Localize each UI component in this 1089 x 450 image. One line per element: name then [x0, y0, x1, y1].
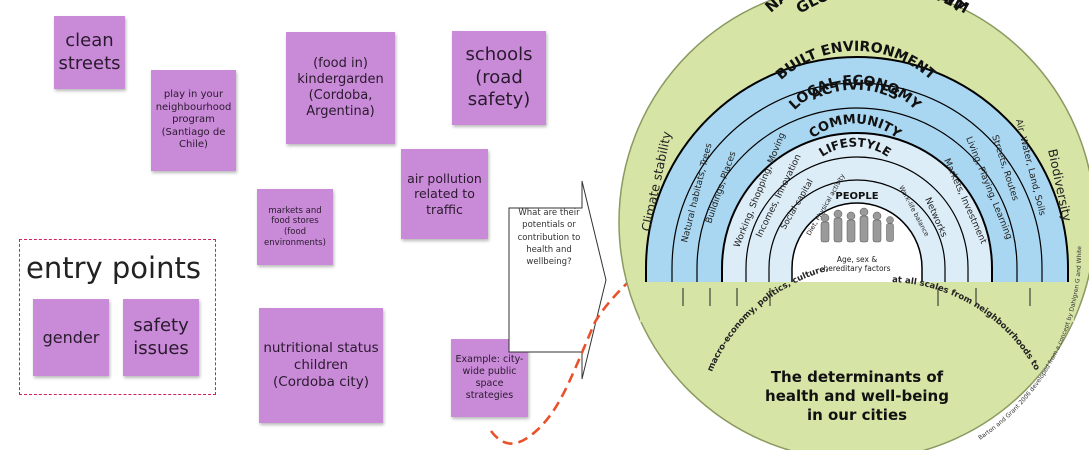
note-text: safety issues: [133, 315, 189, 359]
sticky-note-play-program[interactable]: play in your neighbourhood program (Sant…: [151, 70, 236, 171]
double-arrows: [682, 288, 1031, 306]
entry-points-title: entry points: [26, 251, 201, 285]
question-arrow-shape: [508, 180, 607, 380]
note-text: Example: city-wide public space strategi…: [455, 354, 524, 401]
sticky-note-air-pollution[interactable]: air pollution related to traffic: [401, 149, 488, 239]
sticky-note-kindergarden[interactable]: (food in) kindergarden (Cordoba, Argenti…: [286, 32, 395, 144]
note-text: (food in) kindergarden (Cordoba, Argenti…: [297, 55, 384, 120]
note-text: markets and food stores (food environmen…: [264, 205, 326, 248]
sticky-note-markets[interactable]: markets and food stores (food environmen…: [257, 189, 333, 265]
age-sex-label: Age, sex &hereditary factors: [823, 255, 890, 273]
note-text: nutritional status children (Cordoba cit…: [263, 340, 379, 390]
sticky-note-safety[interactable]: safety issues: [123, 299, 199, 376]
people-figures-icon: [820, 207, 894, 243]
note-text: gender: [42, 327, 100, 347]
diagram-title-line2: health and well-being: [765, 387, 949, 405]
sticky-note-nutritional[interactable]: nutritional status children (Cordoba cit…: [259, 308, 383, 423]
question-text: What are their potentials or contributio…: [517, 208, 581, 268]
note-text: clean streets: [58, 30, 121, 74]
diagram-title-line3: in our cities: [807, 406, 907, 424]
sticky-note-clean-streets[interactable]: clean streets: [54, 16, 125, 89]
note-text: air pollution related to traffic: [407, 170, 482, 217]
health-determinants-diagram: GLOBAL ECOSYSTEM NATURAL ENVIRONMENT BUI…: [580, 0, 1089, 450]
note-text: schools (road safety): [465, 44, 533, 111]
sticky-note-schools[interactable]: schools (road safety): [452, 31, 546, 125]
note-text: play in your neighbourhood program (Sant…: [155, 89, 232, 151]
entry-points-group: [19, 239, 216, 395]
people-label: PEOPLE: [835, 191, 878, 202]
diagram-title-line1: The determinants of: [771, 368, 944, 386]
sticky-note-gender[interactable]: gender: [33, 299, 109, 376]
